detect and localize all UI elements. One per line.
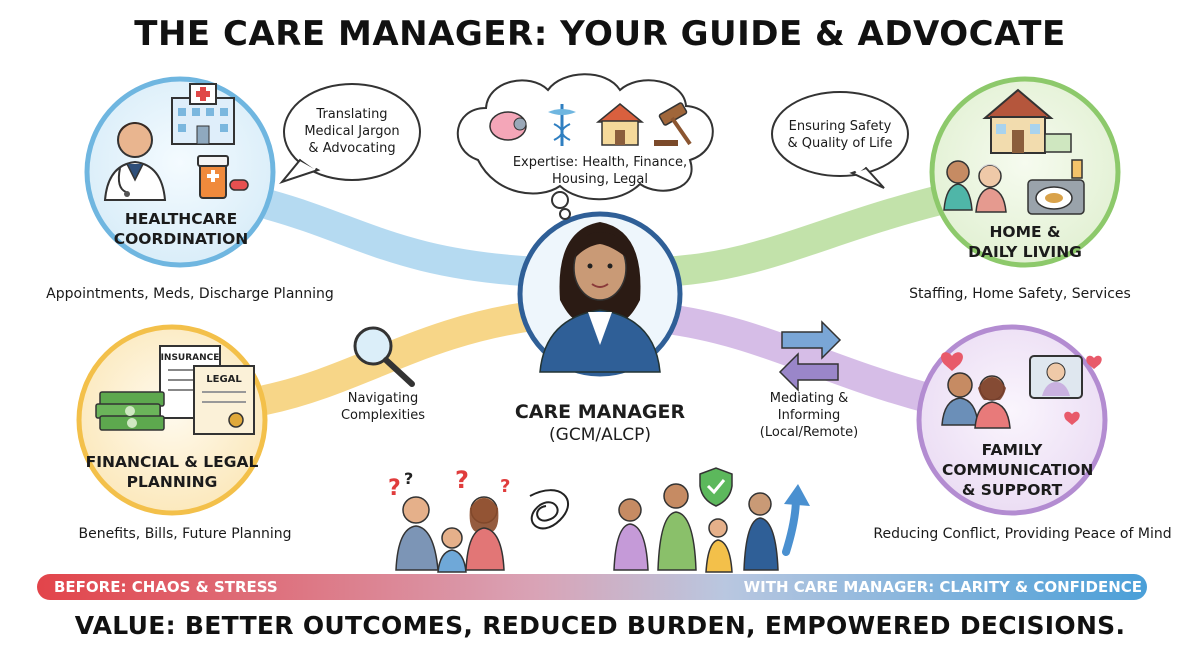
home-bubble-text: Ensuring Safety & Quality of Life bbox=[776, 118, 904, 152]
house-small-icon bbox=[595, 103, 645, 146]
family-title: FAMILY COMMUNICATION & SUPPORT bbox=[942, 440, 1094, 500]
magnifier-icon bbox=[353, 326, 415, 387]
expertise-text: Expertise: Health, Finance, Housing, Leg… bbox=[500, 154, 700, 188]
care-manager-label: CARE MANAGER (GCM/ALCP) bbox=[480, 400, 720, 446]
home-title-line1: HOME & bbox=[989, 223, 1061, 241]
medicine-icon bbox=[197, 155, 249, 199]
before-after-banner bbox=[37, 574, 1147, 600]
expertise-line1: Expertise: Health, Finance, bbox=[512, 155, 688, 170]
svg-text:?: ? bbox=[404, 469, 413, 488]
home-bubble-line1: Ensuring Safety bbox=[788, 119, 892, 134]
expertise-thought-bubble bbox=[456, 73, 714, 220]
care-manager-title: CARE MANAGER bbox=[514, 401, 686, 423]
home-title-line2: DAILY LIVING bbox=[968, 243, 1082, 261]
node-home bbox=[929, 76, 1121, 268]
svg-text:?: ? bbox=[455, 466, 469, 494]
svg-text:?: ? bbox=[500, 476, 510, 497]
home-speech-bubble bbox=[771, 91, 909, 189]
healthcare-title: HEALTHCARE COORDINATION bbox=[96, 209, 266, 249]
healthcare-bubble-line1: Translating bbox=[316, 107, 388, 122]
family-flow-line1: Mediating & bbox=[769, 391, 849, 406]
healthcare-caption: Appointments, Meds, Discharge Planning bbox=[46, 286, 334, 302]
healthcare-bubble-line3: & Advocating bbox=[308, 141, 396, 156]
svg-text:?: ? bbox=[388, 476, 401, 501]
home-caption: Staffing, Home Safety, Services bbox=[909, 286, 1131, 302]
family-flow-line2: Informing bbox=[777, 408, 841, 423]
node-healthcare bbox=[84, 76, 276, 268]
family-title-line3: & SUPPORT bbox=[961, 481, 1063, 499]
node-care-manager bbox=[517, 211, 683, 377]
care-manager-subtitle: (GCM/ALCP) bbox=[549, 425, 651, 445]
financial-caption: Benefits, Bills, Future Planning bbox=[78, 526, 292, 542]
value-statement: VALUE: BETTER OUTCOMES, REDUCED BURDEN, … bbox=[74, 611, 1126, 640]
sync-arrows-icon bbox=[778, 320, 842, 392]
video-call-icon bbox=[1029, 355, 1083, 399]
connector-home bbox=[645, 185, 955, 287]
gavel-icon bbox=[654, 102, 692, 146]
family-caption: Reducing Conflict, Providing Peace of Mi… bbox=[873, 526, 1172, 542]
legal-label: LEGAL bbox=[206, 374, 242, 385]
care-manager-portrait-icon bbox=[539, 222, 661, 373]
connector-family bbox=[645, 303, 950, 415]
caduceus-icon bbox=[548, 104, 576, 146]
caregiver-icon bbox=[943, 160, 1007, 213]
heart-icon bbox=[941, 352, 1102, 425]
hospital-icon bbox=[171, 83, 235, 145]
financial-flow-text: Navigating Complexities bbox=[328, 390, 438, 424]
connector-healthcare bbox=[255, 190, 555, 287]
home-title: HOME & DAILY LIVING bbox=[950, 222, 1100, 262]
confident-family-icon bbox=[613, 467, 810, 573]
node-family bbox=[916, 324, 1108, 516]
meal-tray-icon bbox=[1027, 159, 1085, 215]
family-title-line2: COMMUNICATION bbox=[942, 461, 1094, 479]
healthcare-speech-bubble bbox=[279, 83, 421, 185]
insurance-label: INSURANCE bbox=[161, 353, 220, 363]
family-flow-line3: (Local/Remote) bbox=[759, 425, 859, 440]
family-flow-text: Mediating & Informing (Local/Remote) bbox=[744, 390, 874, 441]
page-title: THE CARE MANAGER: YOUR GUIDE & ADVOCATE bbox=[134, 14, 1066, 54]
financial-flow-line2: Complexities bbox=[340, 408, 426, 423]
banner-after-text: WITH CARE MANAGER: CLARITY & CONFIDENCE bbox=[743, 578, 1142, 596]
financial-title: FINANCIAL & LEGAL PLANNING bbox=[80, 452, 264, 492]
banner-before-text: BEFORE: CHAOS & STRESS bbox=[54, 578, 278, 596]
healthcare-title-line2: COORDINATION bbox=[113, 230, 249, 248]
financial-flow-line1: Navigating bbox=[347, 391, 419, 406]
financial-title-line1: FINANCIAL & LEGAL bbox=[85, 453, 259, 471]
money-stack-icon bbox=[95, 391, 165, 431]
financial-title-line2: PLANNING bbox=[126, 473, 218, 491]
expertise-line2: Housing, Legal bbox=[552, 172, 648, 187]
node-financial: INSURANCE LEGAL bbox=[76, 324, 268, 516]
home-bubble-line2: & Quality of Life bbox=[787, 136, 893, 151]
healthcare-title-line1: HEALTHCARE bbox=[124, 210, 238, 228]
family-title-line1: FAMILY bbox=[981, 441, 1043, 459]
healthcare-bubble-line2: Medical Jargon bbox=[304, 124, 400, 139]
brain-icon bbox=[489, 111, 527, 141]
healthcare-bubble-text: Translating Medical Jargon & Advocating bbox=[292, 106, 412, 157]
legal-scroll-icon: LEGAL bbox=[193, 365, 255, 435]
house-icon bbox=[982, 88, 1072, 154]
doctor-icon bbox=[103, 122, 167, 201]
stressed-family-icon: ? ? ? ? bbox=[388, 466, 570, 573]
connector-financial bbox=[250, 300, 555, 415]
family-couple-icon bbox=[941, 372, 1011, 429]
